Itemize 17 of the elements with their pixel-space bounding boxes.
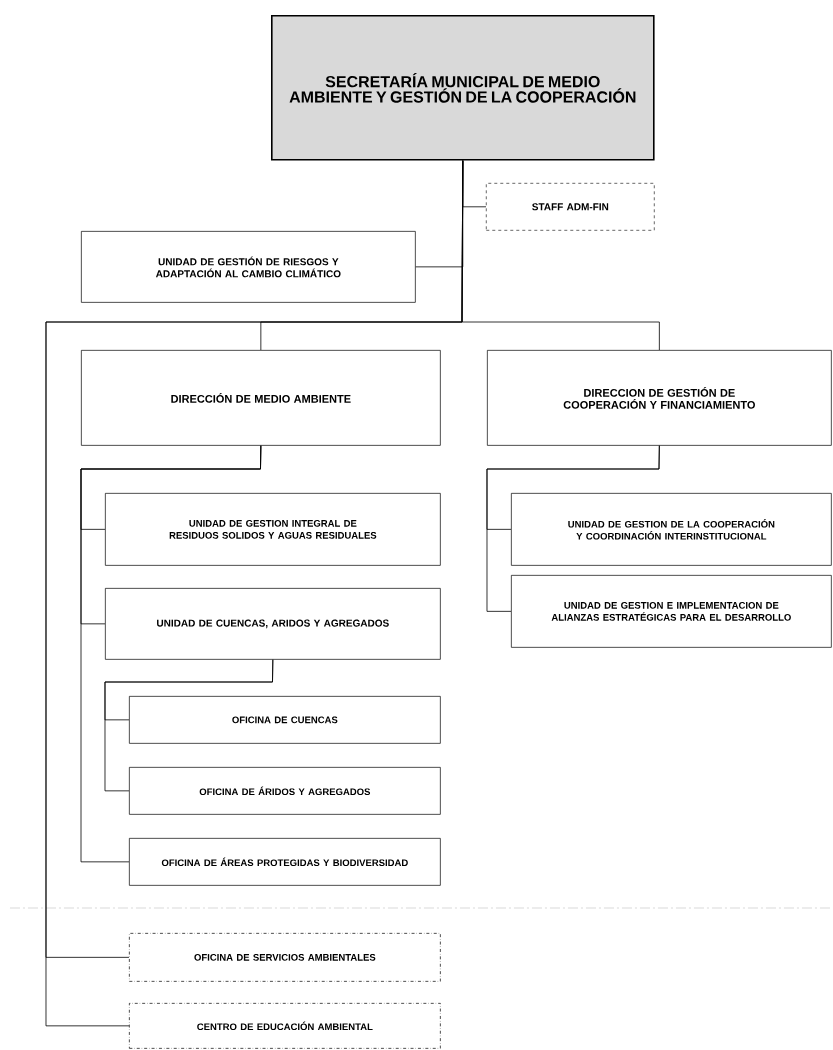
unit-box: UNIDAD DE GESTION E IMPLEMENTACION DE ALIANZAS ESTRATÉGICAS PARA EL DESARROLLO	[511, 575, 832, 648]
secretariat-box: SECRETARÍA MUNICIPAL DE MEDIO AMBIENTE Y GESTIÓN DE LA COOPERACIÓN	[271, 15, 655, 161]
connector-line	[104, 659, 274, 792]
office-box: CENTRO DE EDUCACIÓN AMBIENTAL	[129, 1003, 441, 1049]
unit-box: OFICINA DE ÁRIDOS Y AGREGADOS	[129, 767, 441, 815]
unit-box: DIRECCIÓN DE MEDIO AMBIENTE	[81, 350, 441, 446]
connector-line	[80, 445, 262, 863]
unit-box: OFICINA DE ÁREAS PROTEGIDAS Y BIODIVERSIDAD	[129, 838, 441, 886]
connector-line	[486, 445, 660, 612]
unit-box: OFICINA DE CUENCAS	[129, 696, 441, 744]
office-box: OFICINA DE SERVICIOS AMBIENTALES	[129, 933, 441, 982]
unit-box: UNIDAD DE GESTIÓN DE RIESGOS Y ADAPTACIÓN AL CAMBIO CLIMÁTICO	[81, 231, 416, 303]
unit-box: UNIDAD DE GESTION INTEGRAL DE RESIDUOS SOLIDOS Y AGUAS RESIDUALES	[105, 493, 441, 566]
unit-box: UNIDAD DE GESTION DE LA COOPERACIÓN Y COORDINACIÓN INTERINSTITUCIONAL	[511, 493, 832, 566]
unit-box: UNIDAD DE CUENCAS, ARIDOS Y AGREGADOS	[105, 588, 441, 660]
unit-box: DIRECCION DE GESTIÓN DE COOPERACIÓN Y FINANCIAMIENTO	[487, 350, 832, 446]
staff-box: STAFF ADM-FIN	[486, 183, 655, 231]
